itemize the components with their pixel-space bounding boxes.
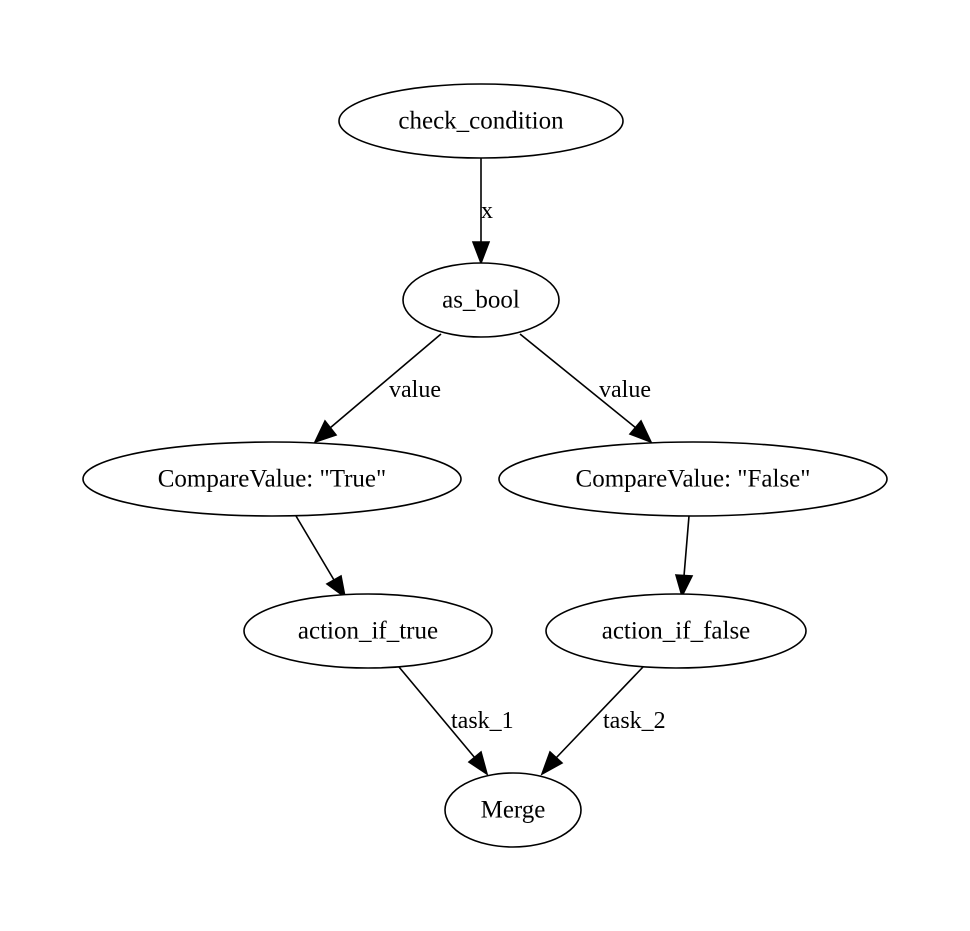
node-label: CompareValue: "False" <box>576 466 811 493</box>
edge-as-bool-to-compare-true: value <box>313 333 442 444</box>
edge-action-if-true-to-merge: task_1 <box>398 666 514 776</box>
arrowhead <box>313 419 338 444</box>
node-label: Merge <box>481 797 546 824</box>
node-action-if-false: action_if_false <box>545 593 807 669</box>
node-label: action_if_true <box>298 618 438 645</box>
edge-label-x: x <box>481 198 493 224</box>
edge-label-task-2: task_2 <box>603 708 666 734</box>
edge-label-task-1: task_1 <box>451 708 514 734</box>
arrowhead <box>674 574 694 599</box>
node-label: CompareValue: "True" <box>158 466 386 493</box>
arrowhead <box>540 750 564 776</box>
node-label: check_condition <box>398 108 564 135</box>
node-label: as_bool <box>442 287 520 314</box>
edge-label-value-left: value <box>389 377 441 403</box>
arrowhead <box>471 241 491 266</box>
node-check-condition: check_condition <box>338 83 624 159</box>
edge-compare-false-to-action-if-false <box>674 515 694 599</box>
edge-check-condition-to-as-bool: x <box>471 157 493 266</box>
edge-action-if-false-to-merge: task_2 <box>540 666 666 776</box>
edge-compare-true-to-action-if-true <box>295 515 347 599</box>
node-compare-value-false: CompareValue: "False" <box>498 441 888 517</box>
edge-label-value-right: value <box>599 377 651 403</box>
arrowhead <box>467 750 489 776</box>
node-compare-value-true: CompareValue: "True" <box>82 441 462 517</box>
arrowhead <box>628 419 653 444</box>
node-merge: Merge <box>444 772 582 848</box>
edge-as-bool-to-compare-false: value <box>519 333 653 444</box>
node-action-if-true: action_if_true <box>243 593 493 669</box>
node-label: action_if_false <box>602 618 751 645</box>
node-as-bool: as_bool <box>402 262 560 338</box>
arrowhead <box>325 574 347 599</box>
